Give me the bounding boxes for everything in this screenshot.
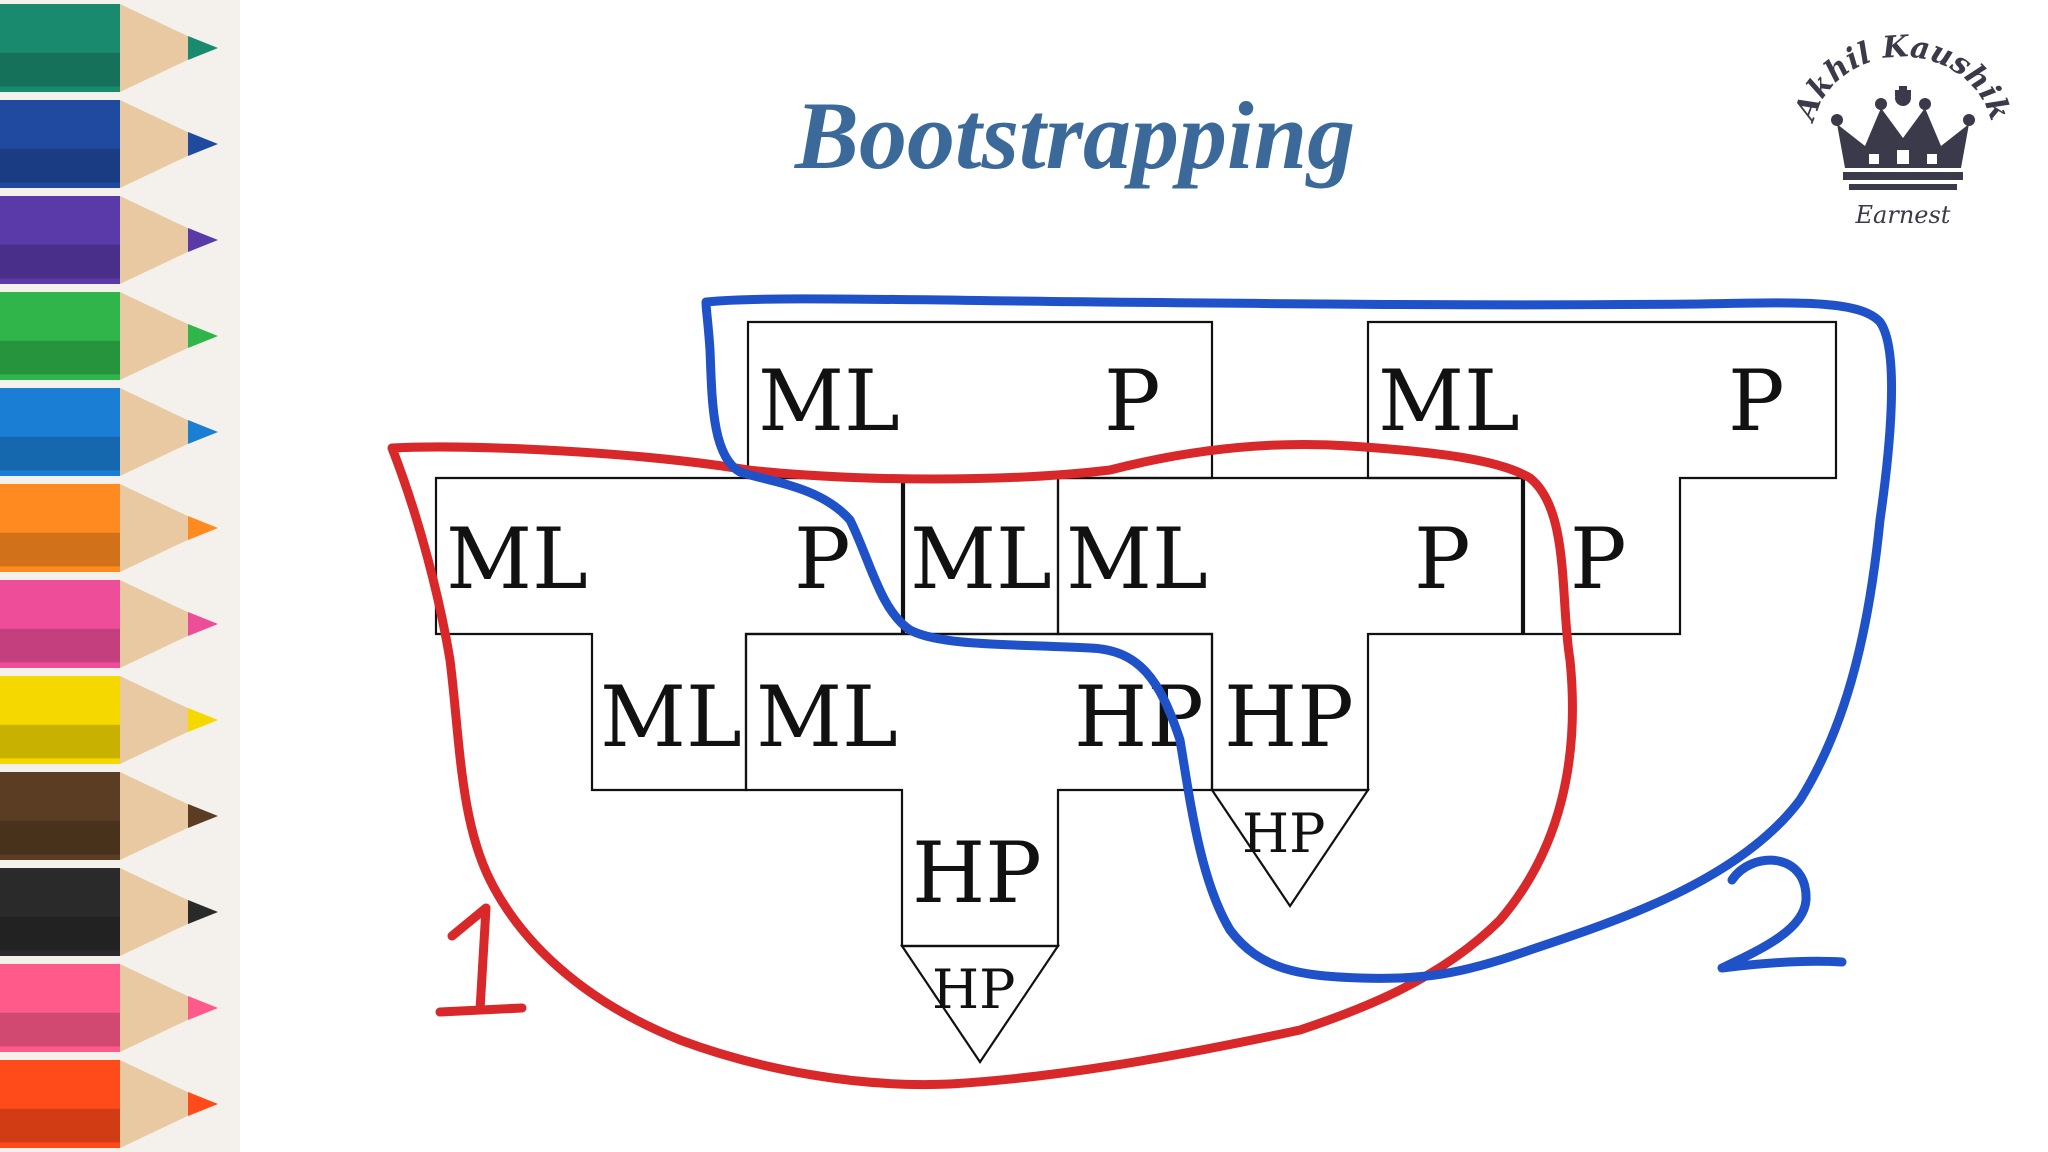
pencil-wood — [120, 1060, 196, 1148]
pencil-wood — [120, 388, 196, 476]
label-ml: ML — [1066, 510, 1208, 608]
label-p: P — [1570, 510, 1627, 608]
label-ml: ML — [600, 668, 742, 766]
pencil-wood — [120, 292, 196, 380]
pencil-tip — [188, 1092, 218, 1116]
pencil-tip — [188, 612, 218, 636]
label-ml: ML — [758, 352, 900, 450]
pencil-shade — [0, 52, 120, 87]
pencil-body — [0, 772, 120, 860]
pencil-tip — [188, 708, 218, 732]
pencil-wood — [120, 196, 196, 284]
pencil-wood — [120, 4, 196, 92]
pencil-tip — [188, 420, 218, 444]
pencil-body — [0, 100, 120, 188]
group-2-outline — [701, 294, 1897, 983]
pencil-tip — [188, 516, 218, 540]
pencil-body — [0, 196, 120, 284]
label-hp: HP — [932, 958, 1015, 1021]
pencil-wood — [120, 484, 196, 572]
pencil-wood — [120, 868, 196, 956]
pencil-tip — [188, 996, 218, 1020]
pencil-shade — [0, 436, 120, 471]
pencil-body — [0, 4, 120, 92]
group-1-number: 1 — [0, 0, 527, 1017]
label-ml: ML — [1378, 352, 1520, 450]
logo-tagline: Earnest — [1855, 201, 1951, 229]
pencil-body — [0, 292, 120, 380]
pencil-body — [0, 484, 120, 572]
pencil-shade — [0, 532, 120, 567]
pencil-body — [0, 1060, 120, 1148]
pencil-shade — [0, 148, 120, 183]
tdiagram-labels: ML P ML P ML P ML ML P P ML ML HP HP HP — [446, 352, 1785, 1021]
pencil-body — [0, 868, 120, 956]
pencil-shade — [0, 1108, 120, 1143]
label-ml: ML — [910, 510, 1052, 608]
label-p: P — [1104, 352, 1161, 450]
slide-title: Bootstrapping — [794, 82, 1356, 189]
group-2-number: 2 — [0, 0, 1847, 973]
pencil-wood — [120, 100, 196, 188]
pencil-shade — [0, 340, 120, 375]
akhil-kaushik-logo: Akhil Kaushik Earnest — [1787, 29, 2015, 229]
pencil-wood — [120, 580, 196, 668]
pencil-shade — [0, 628, 120, 663]
pencil-body — [0, 580, 120, 668]
label-p: P — [794, 510, 851, 608]
pencil-shade — [0, 724, 120, 759]
pencil-shade — [0, 820, 120, 855]
label-p: P — [1728, 352, 1785, 450]
pencil-shade — [0, 916, 120, 951]
label-hp: HP — [1224, 668, 1354, 766]
pencil-shade — [0, 244, 120, 279]
pencil-body — [0, 676, 120, 764]
pencil-tip — [188, 36, 218, 60]
group-1-label: 1 — [0, 0, 1, 1]
label-p: P — [1414, 510, 1471, 608]
label-ml: ML — [446, 510, 588, 608]
pencil-wood — [120, 676, 196, 764]
pencil-body — [0, 964, 120, 1052]
tdiagram-lines — [434, 320, 1838, 1064]
crown-icon — [1831, 86, 1975, 190]
group-1-outline — [387, 439, 1577, 1090]
triangle-bottom — [899, 944, 1061, 1064]
pencil-shade — [0, 1012, 120, 1047]
pencil-wood — [120, 964, 196, 1052]
triangle-right — [1209, 788, 1371, 908]
pencil-tip — [188, 900, 218, 924]
label-hp: HP — [912, 824, 1042, 922]
pencil-wood — [120, 772, 196, 860]
label-ml: ML — [756, 668, 898, 766]
pencil-tip — [188, 132, 218, 156]
label-hp: HP — [1242, 802, 1325, 865]
pencil-body — [0, 388, 120, 476]
pencil-tip — [188, 324, 218, 348]
group-2-label: 2 — [0, 0, 1, 1]
pencil-tip — [188, 804, 218, 828]
colored-pencils-decoration — [0, 0, 240, 1152]
pencil-tip — [188, 228, 218, 252]
